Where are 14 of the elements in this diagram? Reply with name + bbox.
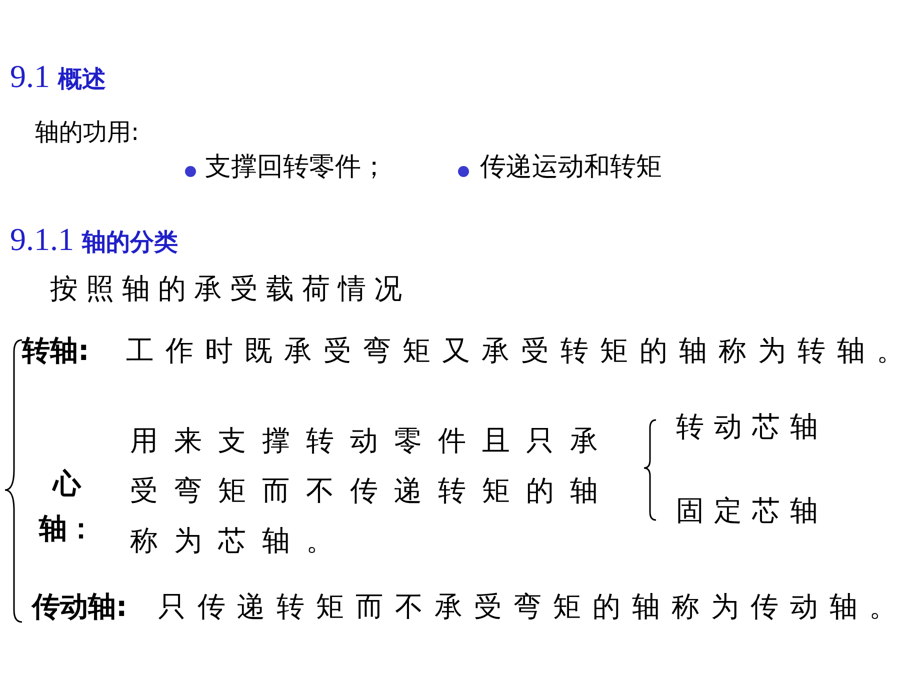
term-label: 转轴: [22, 334, 90, 368]
bullet-text: 传递运动和转矩 [480, 152, 662, 184]
subtype-label: 转动芯轴 [676, 410, 828, 444]
definition-text: 工作时既承受弯矩又承受转矩的轴称为转轴。 [126, 334, 916, 368]
subheading: 轴的功用: [35, 118, 140, 147]
section-heading: 9.1.1 轴的分类 [10, 220, 178, 258]
definition-text: 只传递转矩而不承受弯矩的轴称为传动轴。 [158, 590, 908, 624]
bullet-text: 支撑回转零件； [205, 152, 387, 184]
term-label: 心轴： [38, 466, 96, 547]
intro-text: 按照轴的承受载荷情况 [50, 272, 410, 306]
definition-text: 用来支撑转动零件且只承受弯矩而不传递转矩的轴称为芯轴。 [130, 423, 615, 559]
subtype-label: 固定芯轴 [676, 494, 828, 528]
section-heading: 9.1 概述 [10, 57, 106, 96]
term-label: 传动轴: [32, 590, 128, 624]
